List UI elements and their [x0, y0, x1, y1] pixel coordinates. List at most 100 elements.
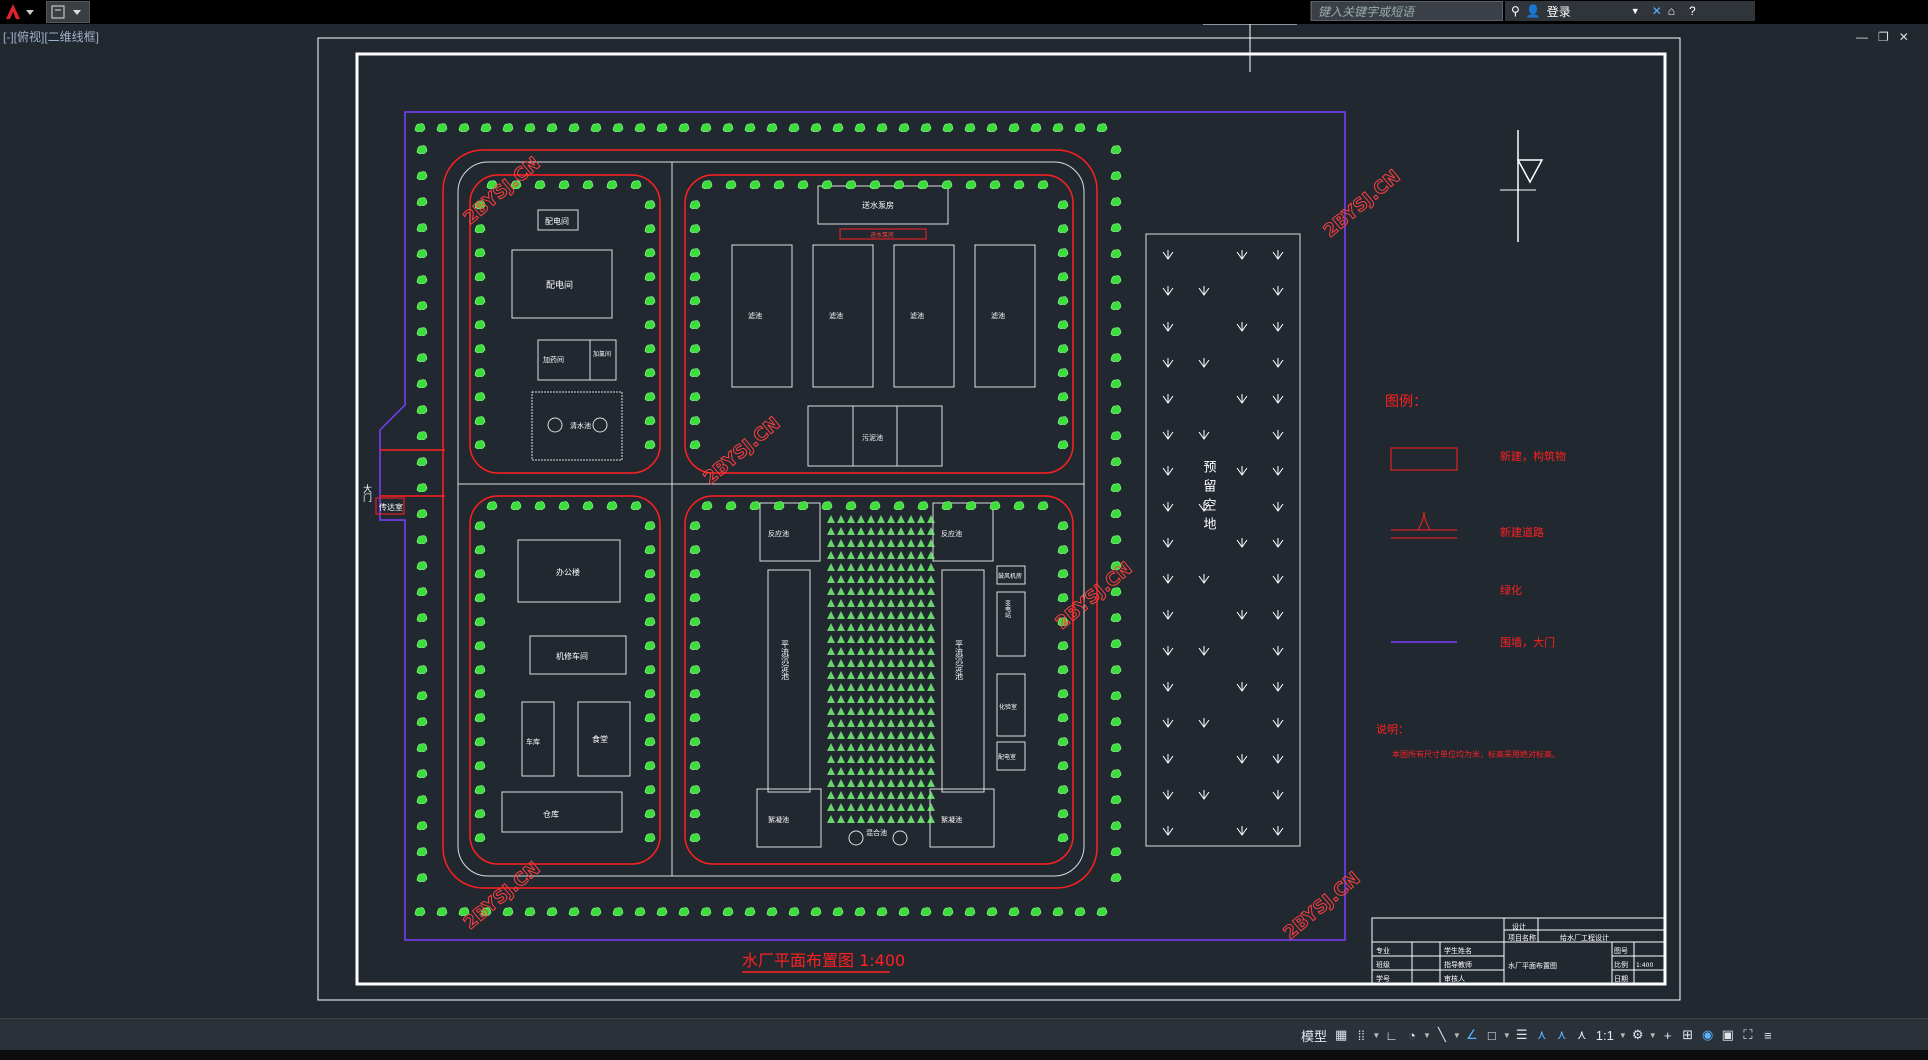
tree-icon	[986, 123, 998, 133]
chevron-down-icon[interactable]: ▼	[1372, 1030, 1381, 1040]
drawing-canvas[interactable]: 大门 传达室 配电间 配电间 加药间 加氯间 清水池 送水泵房 进水泵房 滤池 …	[0, 24, 1928, 1024]
chevron-down-icon[interactable]: ▼	[1648, 1030, 1657, 1040]
tree-icon	[887, 539, 895, 547]
tree-icon	[897, 683, 905, 691]
block-top-right	[684, 174, 1074, 474]
ortho-icon[interactable]: ∟	[1385, 1027, 1398, 1043]
tree-icon	[877, 539, 885, 547]
tree-icon	[1057, 785, 1069, 795]
isodraft-icon[interactable]: ╲	[1437, 1027, 1446, 1042]
tree-icon	[877, 527, 885, 535]
login-button[interactable]: 登录	[1546, 4, 1571, 19]
chevron-down-icon[interactable]: ▼	[1630, 6, 1640, 16]
tree-icon	[857, 575, 865, 583]
hatch-arrow	[1162, 645, 1174, 656]
chevron-down-icon[interactable]: ▼	[1422, 1030, 1431, 1040]
viewport-controls[interactable]: [-][俯视][二维线框]	[3, 30, 100, 44]
tree-icon	[867, 623, 875, 631]
a360-icon[interactable]: ⌂	[1667, 4, 1675, 18]
tb-drawing-name: 水厂平面布置图	[1508, 961, 1557, 970]
tree-icon	[893, 180, 905, 190]
tree-icon	[689, 713, 701, 723]
tree-icon	[827, 695, 835, 703]
tree-icon	[1110, 223, 1122, 233]
label-react-bl: 絮凝池	[768, 815, 789, 824]
annotation-scale-icon[interactable]: ⋏	[1576, 1027, 1587, 1042]
auto-scale-icon[interactable]: ⋏	[1556, 1027, 1567, 1042]
chevron-down-icon[interactable]: ▼	[1618, 1030, 1627, 1040]
tree-icon	[927, 599, 935, 607]
hatch-arrow	[1272, 249, 1284, 260]
tree-icon	[907, 515, 915, 523]
lineweight-icon[interactable]: ☰	[1515, 1027, 1528, 1042]
tree-icon	[927, 779, 935, 787]
close-icon[interactable]: ✕	[1898, 30, 1909, 44]
chevron-down-icon[interactable]: ▼	[1502, 1030, 1511, 1040]
application-menu-button[interactable]	[2, 1, 38, 23]
osnap-tracking-icon[interactable]: ∠	[1465, 1027, 1478, 1042]
annotation-scale-value[interactable]: 1:1	[1595, 1027, 1614, 1043]
polar-icon[interactable]: ◔	[1408, 1027, 1416, 1043]
hatch-arrow	[1272, 753, 1284, 764]
isolate-objects-icon[interactable]: ◉	[1701, 1027, 1714, 1042]
tree-icon	[689, 296, 701, 306]
graphics-performance-icon[interactable]: ▣	[1721, 1027, 1734, 1042]
customize-icon[interactable]: ≡	[1764, 1027, 1772, 1043]
tree-icon	[644, 344, 656, 354]
tree-icon	[416, 587, 428, 597]
tree-icon	[534, 180, 546, 190]
tree-icon	[847, 599, 855, 607]
grid-icon[interactable]: ▦	[1335, 1027, 1348, 1042]
tree-icon	[797, 180, 809, 190]
help-icon[interactable]: ?	[1689, 4, 1696, 18]
hatch-arrow	[1162, 501, 1174, 512]
tree-icon	[474, 617, 486, 627]
north-arrow-icon	[1500, 130, 1544, 242]
tree-icon	[689, 593, 701, 603]
tree-icon	[474, 593, 486, 603]
bldg-react-bl	[756, 788, 822, 848]
gear-icon[interactable]: ⚙	[1631, 1027, 1644, 1042]
tree-icon	[897, 743, 905, 751]
minimize-icon[interactable]: —	[1856, 30, 1868, 44]
exchange-icon[interactable]: ✕	[1651, 4, 1662, 18]
search-input[interactable]: 键入关键字或短语	[1311, 1, 1503, 21]
tree-icon	[857, 611, 865, 619]
tree-icon	[416, 483, 428, 493]
bldg-office	[517, 539, 621, 603]
binoculars-icon[interactable]: ⚲	[1511, 4, 1520, 18]
quick-access-toolbar-button[interactable]	[46, 1, 90, 23]
restore-icon[interactable]: ❐	[1878, 30, 1889, 44]
tree-icon	[821, 501, 833, 511]
tree-icon	[964, 907, 976, 917]
bldg-workshop	[529, 635, 627, 675]
model-space-button[interactable]: 模型	[1301, 1028, 1328, 1044]
tree-icon	[749, 180, 761, 190]
tree-icon	[867, 791, 875, 799]
tree-icon	[989, 180, 1001, 190]
tb-no: 图号	[1614, 947, 1628, 955]
clean-screen-icon[interactable]: ⛶	[1743, 1027, 1753, 1042]
tree-icon	[568, 123, 580, 133]
chevron-down-icon[interactable]: ▼	[1452, 1030, 1461, 1040]
osnap-icon[interactable]: □	[1487, 1027, 1496, 1043]
tree-icon	[877, 803, 885, 811]
tree-icon	[606, 180, 618, 190]
tree-icon	[474, 248, 486, 258]
user-icon[interactable]: 👤	[1525, 4, 1541, 18]
tree-icon	[917, 719, 925, 727]
snap-icon[interactable]: ⁞⁞	[1357, 1027, 1365, 1043]
tree-icon	[1110, 613, 1122, 623]
units-icon[interactable]: ⊞	[1682, 1027, 1694, 1042]
tree-icon	[1110, 717, 1122, 727]
tree-icon	[887, 695, 895, 703]
annotation-visibility-icon[interactable]: ⋏	[1536, 1027, 1547, 1042]
inner-road	[457, 161, 1085, 877]
tree-icon	[827, 743, 835, 751]
plus-icon[interactable]: +	[1663, 1027, 1672, 1043]
tree-icon	[1110, 275, 1122, 285]
tree-icon	[837, 551, 845, 559]
tree-icon	[644, 569, 656, 579]
tree-icon	[867, 635, 875, 643]
hatch-arrow	[1236, 681, 1248, 692]
